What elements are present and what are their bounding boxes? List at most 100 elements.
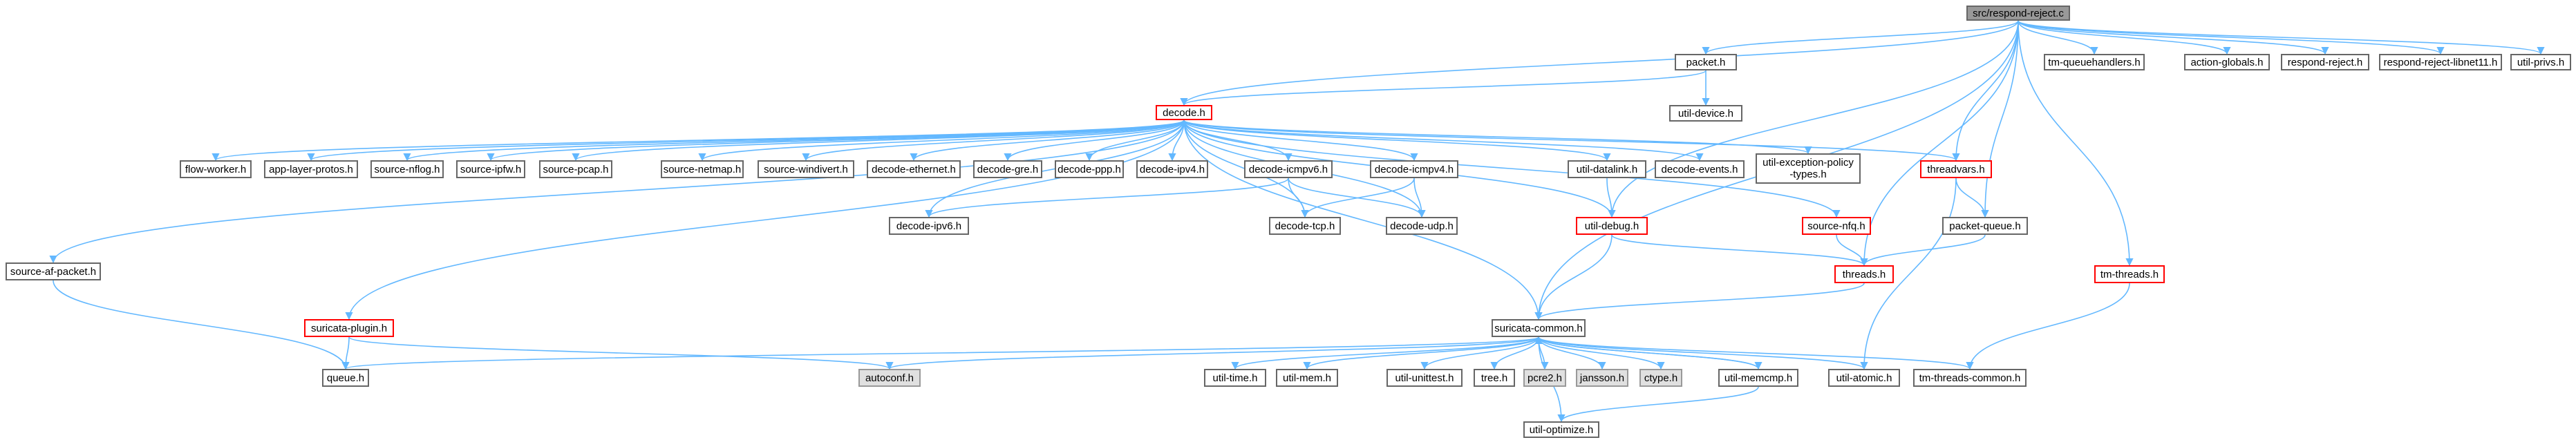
edge-suricata-common-to-util-unittest [1420,336,1539,370]
node-util-optimize[interactable]: util-optimize.h [1523,421,1599,438]
edge-decode-to-util-exception-policy-types [1183,119,1812,155]
edge-packet-queue-to-threads [1860,234,1986,267]
edge-decode-to-source-nfq [1183,119,1841,218]
edge-threadvars-to-packet-queue [1955,178,1989,218]
edge-suricata-plugin-to-queue [341,336,350,370]
node-util-atomic[interactable]: util-atomic.h [1828,369,1900,387]
edge-decode-to-suricata-plugin [345,119,1185,321]
node-decode-ethernet[interactable]: decode-ethernet.h [867,160,961,178]
node-ctype[interactable]: ctype.h [1639,369,1682,387]
node-util-mem[interactable]: util-mem.h [1276,369,1338,387]
edge-suricata-common-to-util-time [1231,336,1539,370]
node-source-netmap[interactable]: source-netmap.h [661,160,744,178]
edge-decode-to-util-datalink [1183,119,1611,162]
edge-respond-reject-to-util-debug [1608,20,2019,218]
node-queue[interactable]: queue.h [322,369,369,387]
node-util-memcmp[interactable]: util-memcmp.h [1718,369,1798,387]
edge-respond-reject-to-action-globals [2018,20,2231,55]
node-decode-gre[interactable]: decode-gre.h [973,160,1042,178]
edge-decode-to-source-af-packet [49,119,1185,264]
node-util-privs[interactable]: util-privs.h [2510,54,2571,70]
edge-respond-reject-to-tm-queuehandlers [2018,20,2098,55]
node-decode-events[interactable]: decode-events.h [1655,160,1745,178]
node-suricata-plugin[interactable]: suricata-plugin.h [304,319,394,337]
edge-respond-reject-to-threads [1860,20,2019,267]
node-respond-reject-libnet11[interactable]: respond-reject-libnet11.h [2379,54,2502,70]
node-util-device[interactable]: util-device.h [1669,105,1742,122]
edge-respond-reject-to-packet [1702,20,2019,55]
edge-decode-icmpv4-to-decode-tcp [1301,178,1415,218]
edge-threadvars-to-util-atomic [1860,178,1957,370]
edge-decode-to-flow-worker [211,119,1185,162]
edge-decode-icmpv4-to-decode-udp [1413,178,1426,218]
node-action-globals[interactable]: action-globals.h [2184,54,2270,70]
node-tree[interactable]: tree.h [1474,369,1515,387]
edge-packet-to-decode [1180,70,1707,106]
node-decode-ppp[interactable]: decode-ppp.h [1055,160,1124,178]
node-source-pcap[interactable]: source-pcap.h [539,160,612,178]
node-source-ipfw[interactable]: source-ipfw.h [456,160,525,178]
node-source-nflog[interactable]: source-nflog.h [370,160,444,178]
node-decode-icmpv4[interactable]: decode-icmpv4.h [1370,160,1458,178]
edge-respond-reject-to-decode [1180,20,2019,106]
node-packet[interactable]: packet.h [1675,54,1737,70]
edge-decode-to-source-netmap [698,119,1185,162]
node-decode-ipv6[interactable]: decode-ipv6.h [889,217,969,235]
node-threadvars[interactable]: threadvars.h [1920,160,1992,178]
node-decode-udp[interactable]: decode-udp.h [1386,217,1458,235]
node-util-unittest[interactable]: util-unittest.h [1386,369,1463,387]
edge-decode-to-suricata-common [1183,119,1543,321]
node-pcre2[interactable]: pcre2.h [1523,369,1566,387]
node-util-exception-policy-types[interactable]: util-exception-policy -types.h [1756,153,1861,184]
edge-util-memcmp-to-util-optimize [1557,386,1759,423]
edge-decode-to-decode-gre [1004,119,1185,162]
edge-decode-icmpv6-to-decode-udp [1288,178,1426,218]
edge-decode-to-decode-events [1183,119,1704,162]
edge-threads-to-suricata-common [1534,283,1865,321]
edge-tm-threads-to-tm-threads-common [1966,283,2130,370]
edge-respond-reject-to-packet-queue [1981,20,2019,218]
edge-respond-reject-to-tm-threads [2018,20,2134,267]
node-tm-threads-common[interactable]: tm-threads-common.h [1913,369,2027,387]
edge-respond-reject-to-respond-reject-h [2018,20,2329,55]
edge-decode-to-decode-ethernet [910,119,1185,162]
node-jansson[interactable]: jansson.h [1576,369,1628,387]
node-respond-reject-h[interactable]: respond-reject.h [2281,54,2369,70]
edge-decode-to-source-nflog [403,119,1185,162]
edge-respond-reject-to-threadvars [1952,20,2019,162]
edge-suricata-common-to-util-mem [1303,336,1539,370]
edge-util-debug-to-suricata-common [1534,234,1613,321]
node-util-debug[interactable]: util-debug.h [1576,217,1648,235]
node-respond-reject[interactable]: src/respond-reject.c [1966,6,2070,21]
edge-util-datalink-to-util-debug [1606,178,1616,218]
edge-source-nfq-to-threads [1836,234,1868,267]
node-autoconf[interactable]: autoconf.h [858,369,921,387]
node-threads[interactable]: threads.h [1834,265,1894,283]
edge-decode-icmpv6-to-decode-ipv6 [925,178,1289,218]
node-source-nfq[interactable]: source-nfq.h [1802,217,1871,235]
node-app-layer-protos[interactable]: app-layer-protos.h [264,160,358,178]
node-tm-threads[interactable]: tm-threads.h [2094,265,2165,283]
edge-suricata-common-to-autoconf [885,336,1539,370]
edge-util-debug-to-threads [1611,234,1868,267]
node-decode-ipv4[interactable]: decode-ipv4.h [1136,160,1208,178]
edge-decode-to-decode-ppp [1085,119,1185,162]
node-source-af-packet[interactable]: source-af-packet.h [6,262,101,280]
edge-suricata-common-to-util-atomic [1538,336,1868,370]
node-suricata-common[interactable]: suricata-common.h [1492,319,1586,337]
node-flow-worker[interactable]: flow-worker.h [180,160,252,178]
node-decode-tcp[interactable]: decode-tcp.h [1269,217,1341,235]
edge-suricata-common-to-tm-threads-common [1538,336,1974,370]
edge-suricata-common-to-ctype [1538,336,1665,370]
node-decode-icmpv6[interactable]: decode-icmpv6.h [1244,160,1333,178]
node-tm-queuehandlers[interactable]: tm-queuehandlers.h [2044,54,2145,70]
edge-decode-to-source-windivert [802,119,1185,162]
node-util-time[interactable]: util-time.h [1204,369,1266,387]
edge-decode-to-source-pcap [572,119,1185,162]
node-decode[interactable]: decode.h [1156,105,1212,120]
node-packet-queue[interactable]: packet-queue.h [1942,217,2028,235]
node-util-datalink[interactable]: util-datalink.h [1568,160,1646,178]
node-source-windivert[interactable]: source-windivert.h [758,160,854,178]
edge-source-af-packet-to-queue [53,280,350,370]
